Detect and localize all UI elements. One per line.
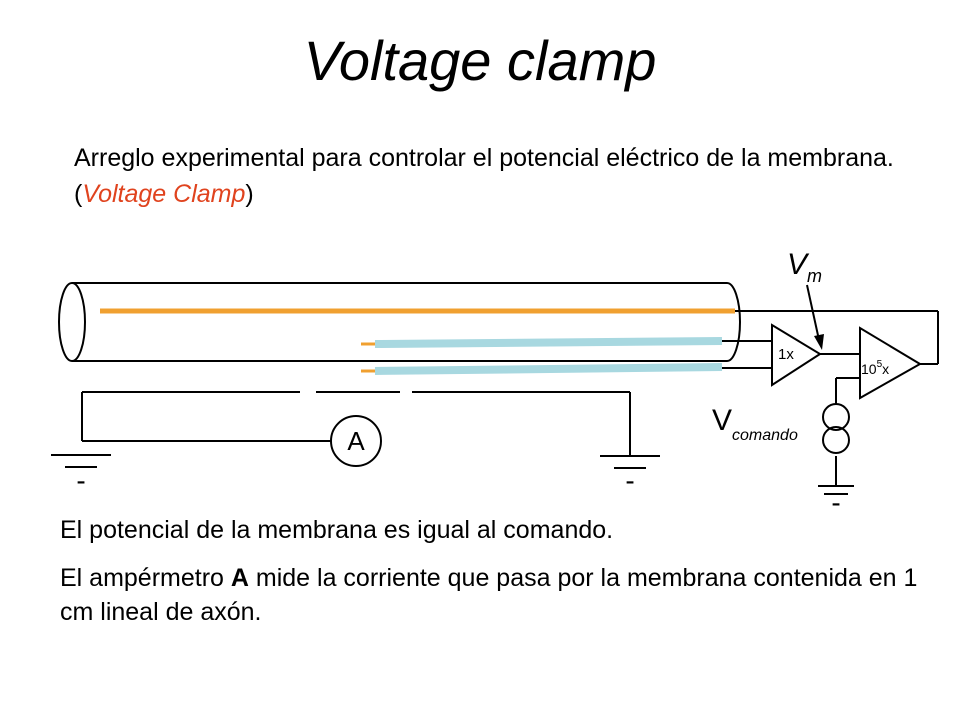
high-gain-suffix: x — [882, 361, 889, 377]
intro-text: Arreglo experimental para controlar el p… — [74, 140, 914, 212]
high-gain-exp: 5 — [877, 359, 883, 370]
vm-arrow — [806, 284, 824, 350]
axon-cylinder — [58, 282, 741, 362]
vcomando-label: Vcomando — [712, 404, 798, 444]
ground-circuit — [51, 391, 660, 469]
note-line-2-before: El ampérmetro — [60, 564, 231, 592]
voltage-clamp-term: Voltage Clamp — [82, 180, 246, 208]
ground-minus-right: - — [831, 487, 840, 518]
current-electrodes — [361, 337, 723, 375]
page-title: Voltage clamp — [303, 29, 657, 92]
ammeter-label: A — [347, 426, 365, 456]
high-gain-base: 10 — [861, 361, 877, 377]
ammeter-term: A — [230, 564, 249, 592]
ground-minus-left: - — [76, 465, 85, 496]
note-line-2: El ampérmetro A mide la corriente que pa… — [60, 561, 920, 629]
vcomando-label-base: V — [712, 404, 732, 437]
vm-label: Vm — [787, 248, 822, 286]
high-gain-amplifier — [859, 326, 922, 400]
vm-label-sub: m — [807, 266, 822, 286]
note-line-1: El potencial de la membrana es igual al … — [60, 516, 614, 544]
command-voltage-source — [822, 403, 850, 454]
amplifier-wiring — [722, 310, 939, 495]
intro-highlight: Voltage Clamp — [82, 180, 245, 208]
note-line-2-after: mide la corriente que pasa por la membra… — [60, 564, 918, 626]
vm-label-base: V — [787, 248, 810, 281]
ground-minus-center: - — [625, 465, 634, 496]
ammeter — [330, 415, 382, 467]
intro-text-before: Arreglo experimental para controlar el p… — [74, 144, 894, 208]
intro-text-after: ) — [245, 180, 254, 208]
vcomando-label-sub: comando — [732, 427, 798, 444]
high-gain-label: 105x — [861, 359, 889, 377]
notes: El potencial de la membrana es igual al … — [60, 513, 920, 629]
unity-gain-amplifier — [771, 323, 822, 387]
unity-gain-label: 1x — [778, 346, 794, 363]
